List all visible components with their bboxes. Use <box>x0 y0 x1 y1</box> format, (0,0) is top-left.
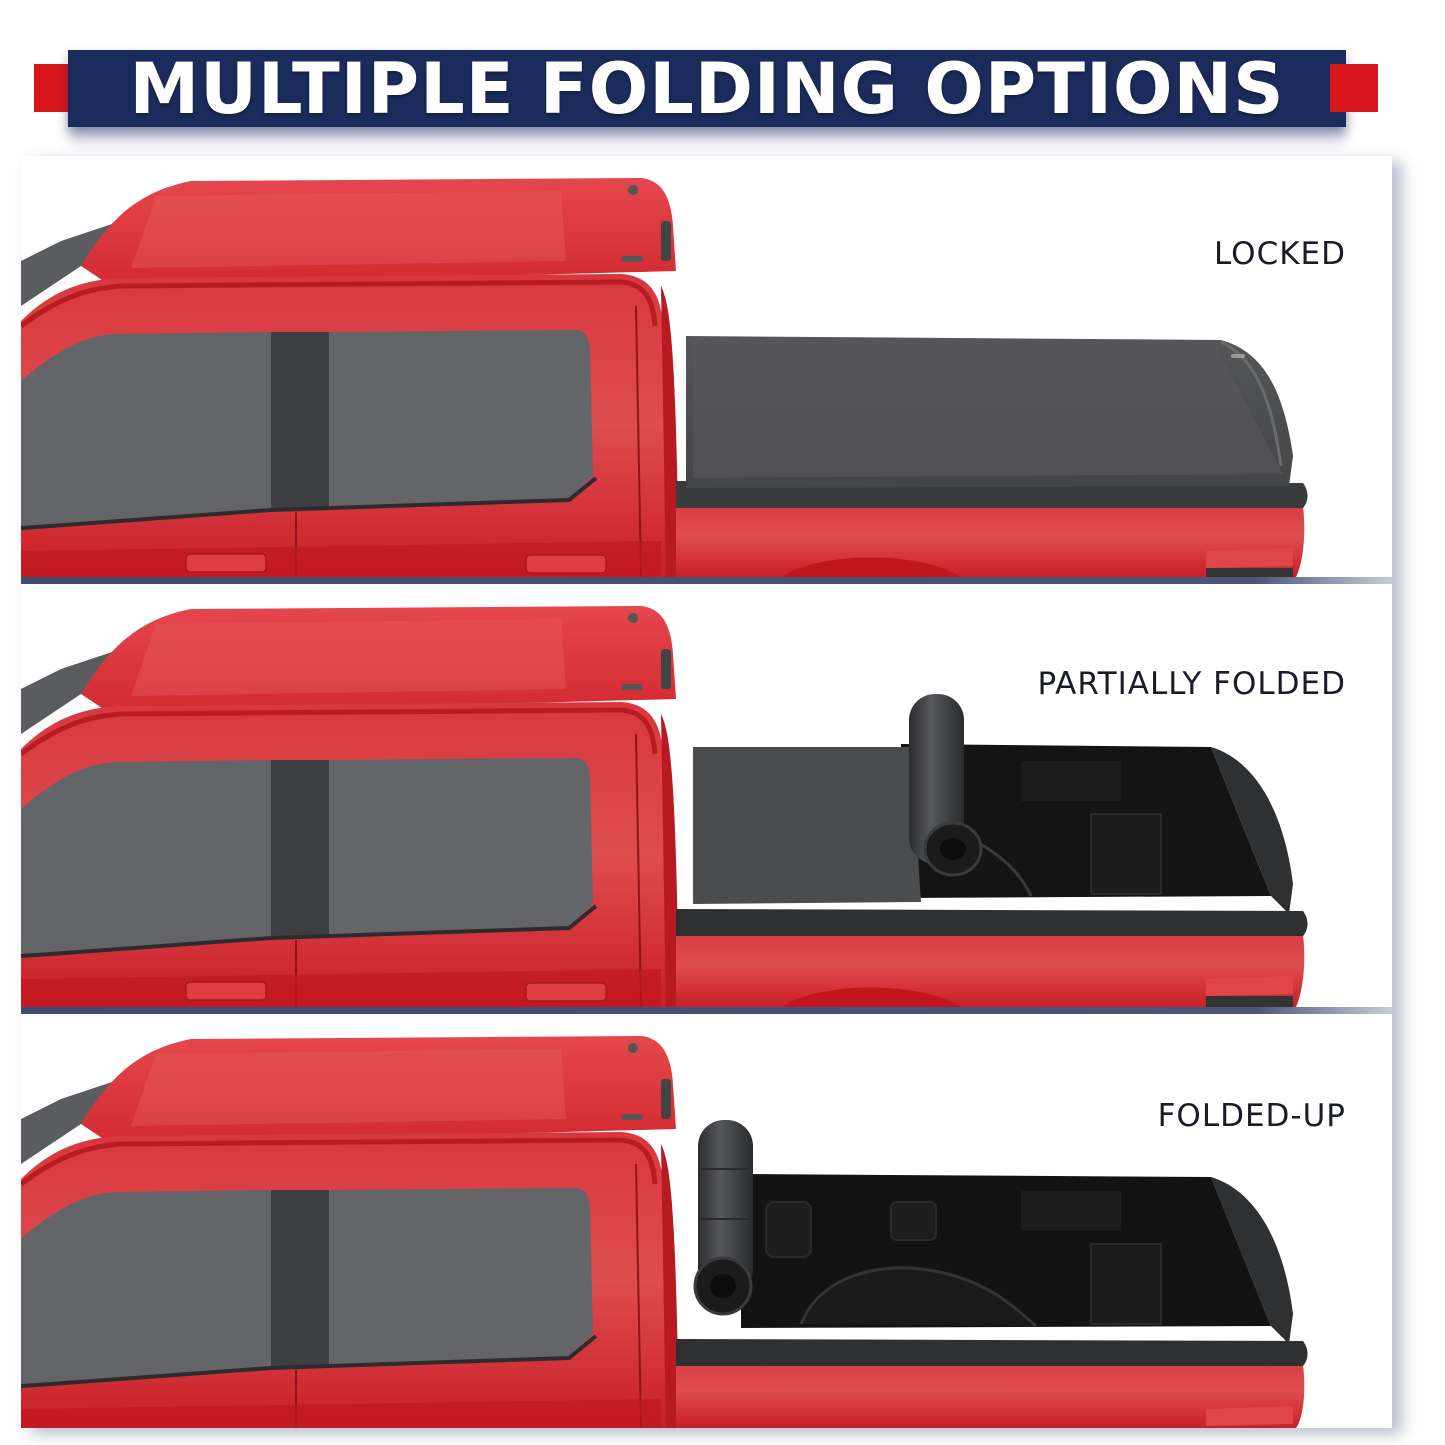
panel-label-locked: LOCKED <box>1214 236 1346 272</box>
panel-label-folded-up: FOLDED-UP <box>1157 1098 1346 1134</box>
header-banner: MULTIPLE FOLDING OPTIONS <box>0 0 1445 155</box>
truck-illustration-partially-folded <box>21 606 1308 1007</box>
panel-locked: LOCKED <box>21 156 1392 577</box>
banner-title: MULTIPLE FOLDING OPTIONS <box>129 47 1285 130</box>
folding-options-panels: LOCKED <box>21 156 1392 1428</box>
panel-folded-up: FOLDED-UP <box>21 1014 1392 1428</box>
panel-divider-1 <box>21 577 1392 584</box>
panel-label-partially-folded: PARTIALLY FOLDED <box>1037 666 1346 702</box>
banner-bar: MULTIPLE FOLDING OPTIONS <box>68 50 1346 127</box>
panel-divider-2 <box>21 1007 1392 1014</box>
banner-accent-square-right <box>1330 64 1378 112</box>
panel-partially-folded: PARTIALLY FOLDED <box>21 584 1392 1007</box>
truck-illustration-folded-up <box>21 1036 1308 1428</box>
truck-illustration-locked <box>21 178 1308 577</box>
